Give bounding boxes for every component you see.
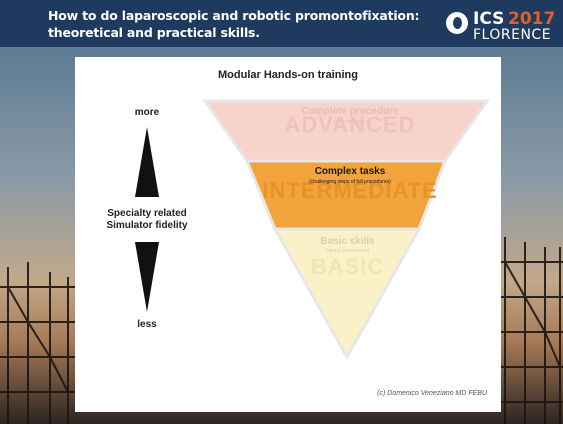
logo-city-text: FLORENCE bbox=[473, 27, 552, 43]
axis-middle-label: Specialty related Simulator fidelity bbox=[87, 208, 207, 232]
level-basic-shape bbox=[272, 227, 422, 361]
axis-arrows bbox=[135, 99, 490, 361]
logo-ics-text: ICS bbox=[473, 9, 505, 29]
axis-middle-label-line-1: Specialty related bbox=[107, 208, 187, 219]
diagram-panel: Modular Hands-on training more Specialty… bbox=[75, 57, 501, 412]
copyright-text: (c) Domenico Veneziano MD FEBU bbox=[377, 390, 487, 397]
level-basic-watermark: BASIC bbox=[310, 254, 385, 279]
level-intermediate-title: Complex tasks bbox=[314, 166, 386, 177]
axis-top-label: more bbox=[134, 107, 160, 118]
slide-title: How to do laparoscopic and robotic promo… bbox=[48, 7, 420, 41]
ics-logo-icon bbox=[446, 12, 468, 34]
level-advanced-title: Complete procedure bbox=[301, 106, 399, 117]
scaffolding-silhouette bbox=[0, 237, 563, 424]
level-advanced-watermark: ADVANCED bbox=[284, 112, 416, 137]
level-advanced-subtitle: (full surgeries) bbox=[334, 119, 366, 125]
axis-down-arrow bbox=[135, 242, 159, 312]
level-intermediate-watermark: INTERMEDIATE bbox=[262, 178, 438, 203]
level-basic-subtitle: (simple maneuvres) bbox=[325, 248, 370, 254]
axis-middle-label-line-2: Simulator fidelity bbox=[106, 220, 188, 231]
slide-header: How to do laparoscopic and robotic promo… bbox=[0, 0, 563, 47]
level-basic-title: Basic skills bbox=[320, 236, 375, 247]
axis-bottom-label: less bbox=[137, 319, 157, 330]
slide-title-line-2: theoretical and practical skills. bbox=[48, 25, 260, 40]
slide-title-line-1: How to do laparoscopic and robotic promo… bbox=[48, 8, 420, 23]
logo-year-text: 2017 bbox=[508, 9, 556, 29]
diagram-heading: Modular Hands-on training bbox=[218, 69, 358, 81]
level-intermediate-subtitle: (challenging steps of full procedures) bbox=[309, 179, 391, 185]
axis-up-arrow bbox=[135, 127, 159, 197]
